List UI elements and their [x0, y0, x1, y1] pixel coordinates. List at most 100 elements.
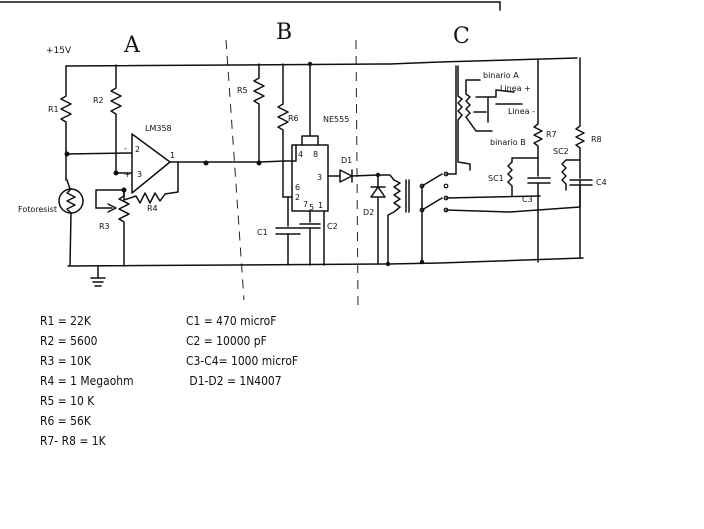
node-dot — [307, 61, 313, 67]
coil-sc1-icon — [507, 161, 513, 197]
resistor-r4 — [123, 161, 179, 204]
pin-ne-8: 8 — [313, 150, 318, 159]
pin-ne-5: 5 — [309, 203, 314, 212]
point-motor-coil-a — [457, 65, 463, 127]
label-c3: C3 — [522, 195, 533, 204]
opamp-inverting-wire — [66, 152, 133, 155]
contact-dot — [443, 183, 449, 189]
label-r2: R2 — [93, 96, 104, 105]
resistor-r8 — [575, 57, 585, 177]
r3-wiper-wire — [95, 189, 125, 209]
label-c4: C4 — [596, 178, 607, 187]
label-binario-a: binario A — [483, 71, 519, 80]
resistor-r7 — [533, 59, 543, 173]
label-linea-plus: Linea + — [500, 84, 531, 93]
legend-item: R3 = 10K — [40, 353, 91, 368]
pin-op-1: 1 — [170, 151, 175, 160]
pin-ne-7: 7 — [303, 200, 308, 209]
label-r7: R7 — [546, 130, 557, 139]
pin-ne-4: 4 — [298, 150, 303, 159]
label-sc2: SC2 — [553, 147, 569, 156]
r3-wiper — [95, 203, 117, 213]
legend-item: C2 = 10000 pF — [186, 333, 267, 348]
opamp-lm358 — [131, 133, 171, 194]
legend-item: R2 = 5600 — [40, 333, 98, 348]
capacitor-c1 — [275, 196, 301, 266]
point-motor-coil-b — [465, 89, 471, 118]
ground-icon — [90, 265, 106, 287]
section-label-b: B — [276, 20, 292, 45]
node-dot — [419, 259, 425, 265]
pin-ne-6: 6 — [295, 183, 300, 192]
node-dot — [113, 170, 119, 176]
photoresistor-wire — [66, 179, 72, 267]
relay-switch-1 — [421, 173, 443, 187]
node-dot — [256, 160, 262, 166]
pin-op-2: 2 — [135, 145, 140, 154]
label-r6: R6 — [288, 114, 299, 123]
d1-output-wire — [351, 174, 379, 177]
resistor-r3 — [118, 189, 130, 267]
pin-ne-2: 2 — [295, 193, 300, 202]
photoresistor-icon — [58, 188, 84, 214]
node-dot — [203, 160, 209, 166]
legend-item: R5 = 10 K — [40, 393, 95, 408]
label-linea-minus: Linea - — [508, 107, 535, 116]
capacitor-c2 — [299, 210, 321, 266]
label-r3: R3 — [99, 222, 110, 231]
relay-core — [405, 179, 410, 213]
label-r5: R5 — [237, 86, 248, 95]
component-values-legend-caps-diodes: C1 = 470 microF C2 = 10000 pF C3-C4= 100… — [186, 311, 298, 391]
resistor-r5 — [253, 63, 265, 163]
label-r4: R4 — [147, 204, 158, 213]
opamp-output-wire — [169, 160, 286, 163]
legend-item: R1 = 22K — [40, 313, 91, 328]
legend-item: D1-D2 = 1N4007 — [186, 373, 282, 388]
relay-switch-2 — [421, 197, 443, 211]
capacitor-c4 — [569, 175, 593, 259]
pin-op-3: 3 — [137, 170, 142, 179]
resistor-r1 — [60, 65, 72, 181]
label-d2: D2 — [363, 208, 374, 217]
pin-ne-3: 3 — [317, 173, 322, 182]
diode-d1-icon — [339, 169, 353, 183]
resistor-r2 — [110, 64, 122, 174]
pin-op-plus: + — [124, 170, 131, 179]
capacitor-c3 — [527, 171, 551, 263]
section-divider-ab — [225, 39, 245, 301]
section-label-c: C — [453, 24, 470, 49]
legend-item: R4 = 1 Megaohm — [40, 373, 134, 388]
diode-d2-icon — [370, 174, 386, 265]
coil-sc2-icon — [561, 159, 567, 191]
pin-ne-1: 1 — [318, 201, 323, 210]
supply-voltage-label: +15V — [46, 46, 72, 56]
label-d1: D1 — [341, 156, 352, 165]
section-label-a: A — [123, 33, 141, 58]
legend-item: C3-C4= 1000 microF — [186, 353, 299, 368]
binario-a-wire — [465, 79, 481, 91]
label-c1: C1 — [257, 228, 268, 237]
ground-rail-wire — [67, 257, 584, 267]
label-r1: R1 — [48, 105, 59, 114]
ne555-pin4-8-wire — [301, 63, 319, 146]
label-binario-b: binario B — [490, 138, 526, 147]
legend-item: R6 = 56K — [40, 413, 91, 428]
label-r8: R8 — [591, 135, 602, 144]
legend-item: R7- R8 = 1K — [40, 433, 106, 448]
label-timer: NE555 — [323, 115, 349, 124]
sc1-wire — [511, 157, 539, 163]
point-motor-lever — [473, 89, 523, 123]
contact-wire-upper — [445, 65, 457, 175]
legend-item: C1 = 470 microF — [186, 313, 277, 328]
relay-coil-icon — [377, 174, 401, 265]
ne555-trigger-wire — [284, 144, 297, 162]
pin-op-minus: - — [124, 144, 127, 153]
section-divider-bc — [355, 39, 359, 306]
label-photoresistor: Fotoresist — [18, 205, 57, 214]
label-c2: C2 — [327, 222, 338, 231]
label-opamp: LM358 — [145, 124, 172, 133]
contact-wire-lower — [445, 179, 581, 213]
resistor-r6 — [277, 63, 289, 198]
coil-return-wire — [457, 125, 471, 171]
